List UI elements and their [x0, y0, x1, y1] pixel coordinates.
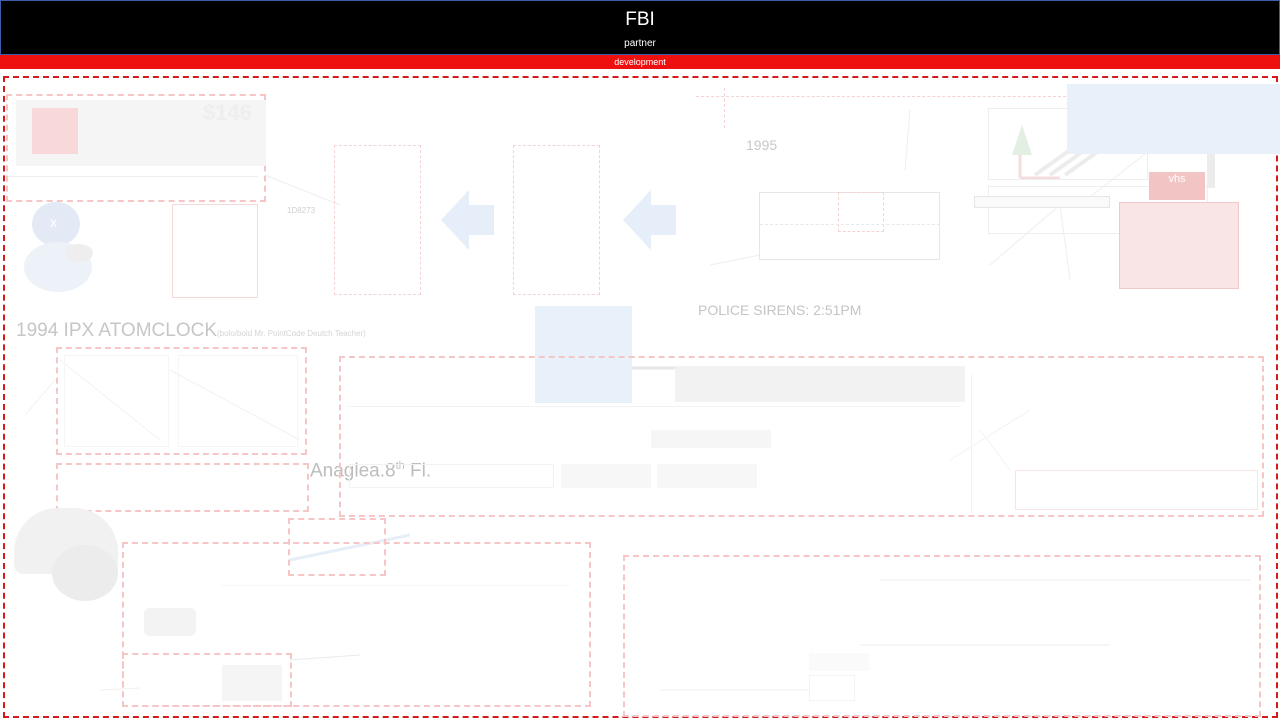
- arrow-left-icon: [441, 190, 469, 250]
- product-card: $146: [6, 94, 266, 202]
- deal-header-bar: [675, 366, 965, 402]
- deal-chip: [651, 430, 771, 448]
- floor-prefix: Anaglea.8: [310, 460, 396, 482]
- hard-to-find-chip: [809, 653, 869, 671]
- floor-label: Anaglea.8th Fl.: [310, 460, 431, 482]
- notes-heading-line: [220, 572, 570, 586]
- code-label: 1D8273: [287, 206, 316, 215]
- arrow-left-icon: [623, 190, 651, 250]
- diagram-slot: [974, 196, 1110, 208]
- vhs-tag: vhs: [1149, 172, 1205, 200]
- clock-heading: 1994 IPX ATOMCLOCK(bolo/bold Mr. PointCo…: [16, 320, 366, 342]
- notes-thumbnail: [144, 608, 196, 636]
- deal-divider: [971, 374, 972, 514]
- hard-to-find-panel: [623, 555, 1261, 717]
- deal-field-3: [657, 464, 757, 488]
- deal-underline: [349, 406, 959, 407]
- thumbnail-1: [64, 355, 169, 447]
- timeline-highlight: [838, 192, 884, 232]
- sirens-label: POLICE SIRENS: 2:51PM: [698, 302, 862, 318]
- diagram-post: [1207, 150, 1215, 188]
- hard-to-find-button: [809, 675, 855, 701]
- info-block: [1067, 84, 1280, 154]
- address-panel: [56, 463, 309, 512]
- notes-panel: [122, 542, 591, 707]
- deal-panel: [339, 356, 1264, 517]
- evidence-block: [1119, 202, 1239, 289]
- timeline-axis: [760, 224, 940, 225]
- avatar-mark: x: [50, 214, 57, 230]
- deal-side-box: [1015, 470, 1258, 510]
- timeline-rule: [696, 96, 1066, 97]
- year-label: 1995: [746, 137, 778, 153]
- phone-frame-2: [334, 145, 421, 295]
- timeline-tick: [724, 88, 725, 128]
- subtitle: partner: [624, 38, 656, 49]
- connector-box: [288, 518, 386, 576]
- avatar-head-icon: x: [32, 202, 80, 246]
- title: FBI: [625, 9, 655, 30]
- thumbnail-2: [178, 355, 298, 447]
- thumbnail-panel: [56, 347, 307, 455]
- main-frame: [3, 76, 1278, 718]
- clock-note: (bolo/bold Mr. PointCode Deutch Teacher): [217, 329, 366, 338]
- arrow-left-stem: [468, 205, 494, 235]
- avatar-badge-icon: [65, 244, 93, 262]
- phone-frame-3: [513, 145, 600, 295]
- camera-lens-icon: [52, 545, 118, 601]
- logo-icon: [32, 108, 78, 154]
- divider: [8, 176, 258, 177]
- arrow-left-stem: [650, 205, 676, 235]
- notes-sub-panel: [122, 653, 292, 707]
- clock-title: 1994 IPX ATOMCLOCK: [16, 320, 217, 341]
- development-ribbon: development: [0, 55, 1280, 69]
- notes-sub-thumbnail: [222, 665, 282, 701]
- title-bar: FBI partner: [0, 0, 1280, 55]
- price-label: $146: [203, 100, 252, 125]
- phone-frame-1: [172, 204, 258, 298]
- floor-sup: th: [395, 460, 405, 472]
- deal-field-2: [561, 464, 651, 488]
- deal-field-1: [349, 464, 554, 488]
- sticky-note: [535, 306, 632, 403]
- floor-suffix: Fl.: [404, 460, 432, 482]
